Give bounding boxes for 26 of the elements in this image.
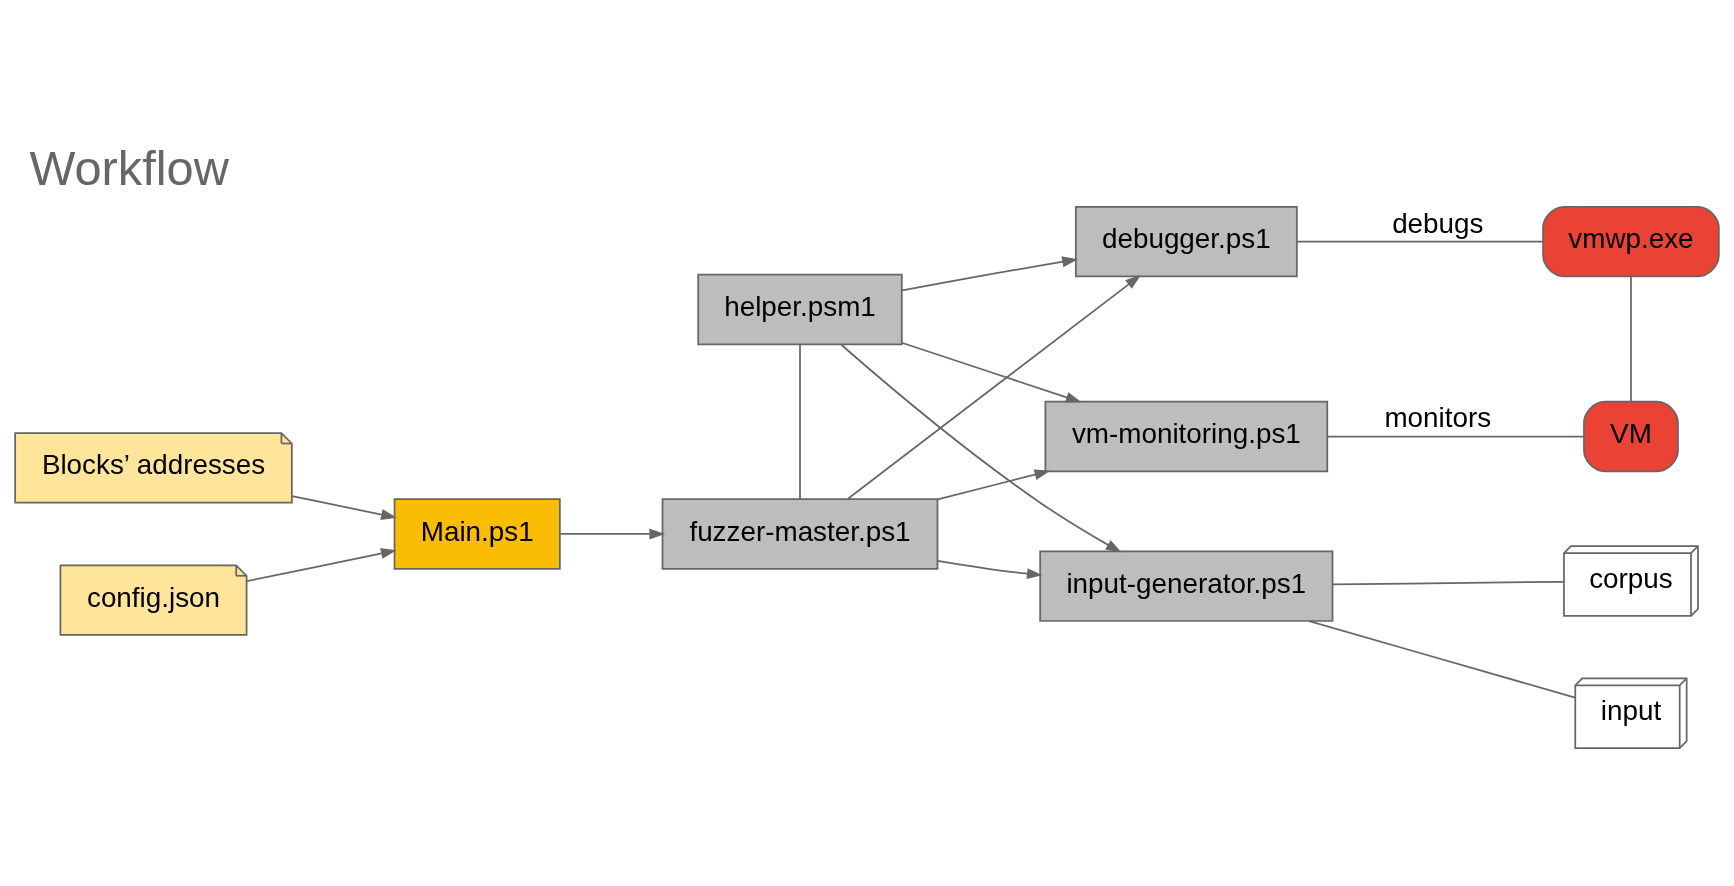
edge-label: debugs [1392, 207, 1484, 239]
node-box: input-generator.ps1 [1039, 550, 1334, 622]
node-box: vmwp.exe [1542, 205, 1720, 277]
arrow [291, 494, 397, 520]
arrow [559, 528, 666, 539]
connector [1326, 435, 1585, 437]
connector [1630, 275, 1632, 402]
arrow [901, 255, 1078, 291]
arrow [246, 547, 397, 582]
arrow [847, 274, 1141, 500]
arrow [900, 341, 1082, 403]
arrow [936, 468, 1051, 500]
node-box: debugger.ps1 [1074, 205, 1298, 277]
node-box: vm-monitoring.ps1 [1044, 400, 1329, 472]
node-box: helper.psm1 [697, 273, 903, 345]
arrow [936, 559, 1043, 579]
connector [1331, 580, 1565, 585]
connector [1308, 619, 1576, 698]
connector [799, 343, 801, 500]
connector [1296, 240, 1544, 242]
node-box: fuzzer-master.ps1 [661, 497, 939, 570]
node-box: VM [1583, 400, 1679, 472]
diagram-title: Workflow [29, 140, 229, 195]
edge-label: monitors [1384, 401, 1492, 433]
node-box: Main.ps1 [393, 497, 561, 570]
arrow [840, 343, 1122, 553]
